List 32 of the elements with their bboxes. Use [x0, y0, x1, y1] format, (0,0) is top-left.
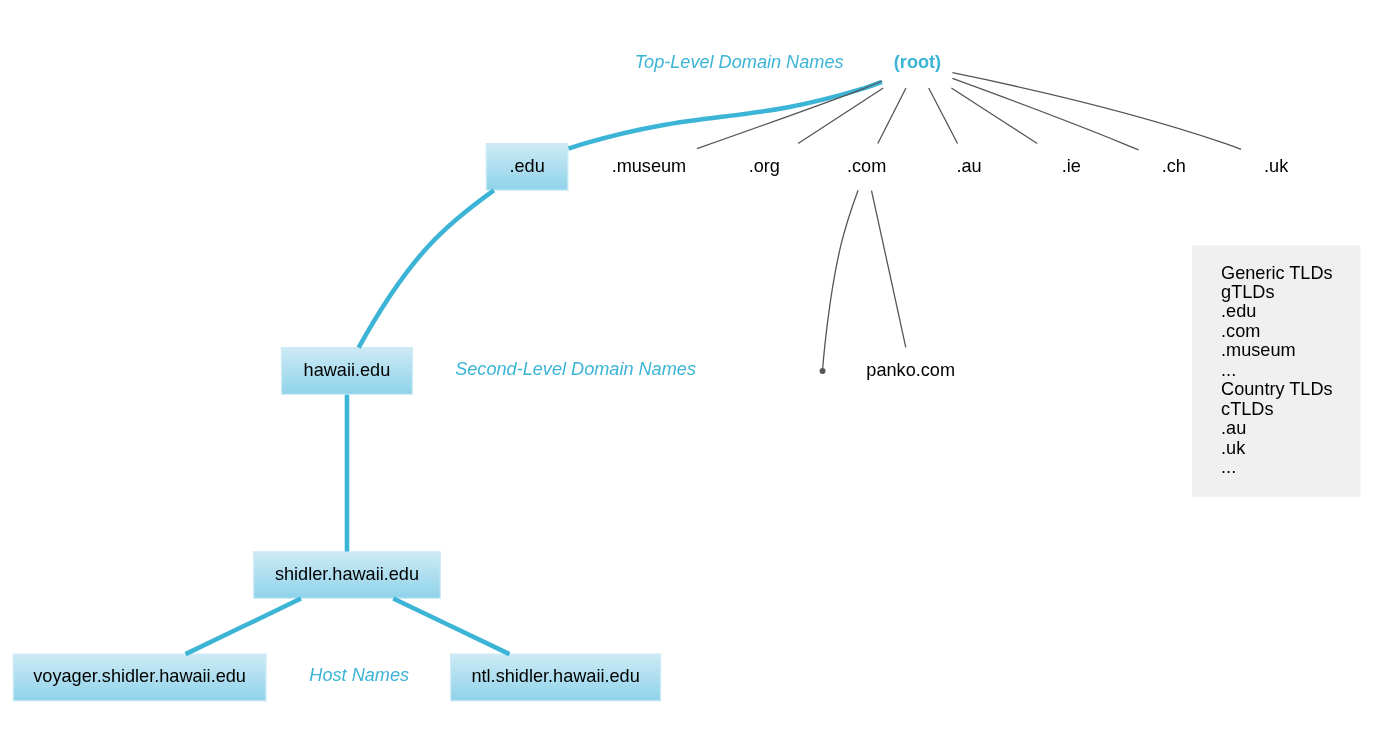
connector: [877, 87, 907, 145]
node-text: .ch: [1161, 155, 1186, 176]
node-text: .museum: [611, 155, 687, 176]
node-text: .ie: [1061, 155, 1081, 176]
node-box: .edu: [485, 142, 569, 191]
connector: [951, 77, 1140, 151]
node-text: (root): [893, 52, 942, 73]
label: Second-Level Domain Names: [455, 358, 696, 379]
node-text: panko.com: [866, 359, 956, 380]
node-text: .com: [846, 155, 887, 176]
connector: [184, 596, 302, 657]
connector: [392, 596, 511, 657]
node-box: voyager.shidler.hawaii.edu: [12, 653, 267, 702]
label: Top-Level Domain Names: [634, 52, 844, 73]
node-text: .au: [956, 155, 982, 176]
connector: [951, 72, 1242, 151]
connector: [344, 394, 350, 552]
connector: [797, 87, 884, 145]
node-point: [819, 368, 826, 374]
connector: [928, 87, 959, 145]
node-text: .uk: [1264, 155, 1289, 176]
node-box: shidler.hawaii.edu: [253, 551, 441, 600]
connector: [870, 189, 907, 348]
connector: [822, 189, 859, 370]
connector: [950, 87, 1038, 145]
connector: [356, 188, 496, 349]
connector: [696, 80, 883, 150]
node-box: hawaii.edu: [280, 347, 414, 395]
connector: [567, 79, 883, 151]
label: Host Names: [309, 664, 410, 685]
node-text: .org: [748, 155, 780, 176]
node-box: ntl.shidler.hawaii.edu: [450, 653, 662, 702]
